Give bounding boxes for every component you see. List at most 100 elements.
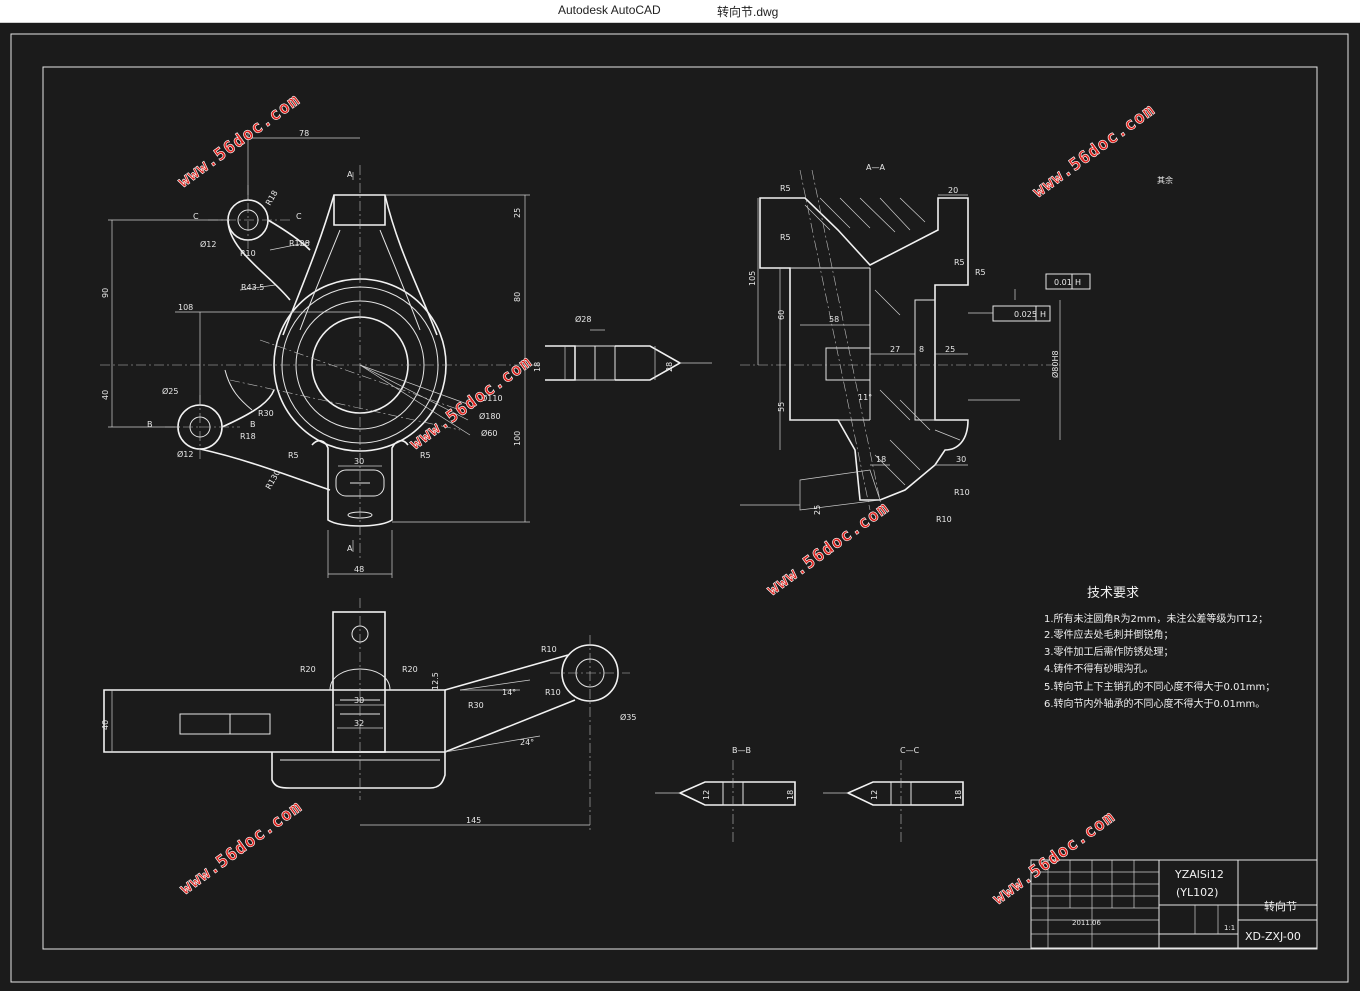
svg-text:R10: R10 (541, 645, 557, 654)
cad-drawing[interactable]: 78 25 90 80 40 100 108 R18 R128 R43.5 Ø1… (0, 23, 1360, 991)
svg-text:R20: R20 (300, 665, 316, 674)
svg-text:R5: R5 (780, 184, 791, 193)
svg-text:A—A: A—A (866, 163, 885, 172)
inner-border (42, 66, 1318, 950)
svg-text:27: 27 (890, 345, 900, 354)
svg-text:其余: 其余 (1157, 175, 1173, 185)
document-title: 转向节.dwg (717, 5, 779, 19)
svg-text:R5: R5 (288, 451, 299, 460)
svg-text:48: 48 (354, 565, 364, 574)
svg-text:30: 30 (354, 696, 364, 705)
svg-text:40: 40 (101, 720, 110, 730)
svg-text:R128: R128 (289, 239, 310, 248)
svg-text:100: 100 (513, 431, 522, 446)
svg-text:Ø25: Ø25 (162, 386, 178, 396)
svg-text:R130: R130 (264, 468, 282, 491)
svg-text:R5: R5 (954, 258, 965, 267)
svg-text:Ø35: Ø35 (620, 712, 636, 722)
svg-text:R43.5: R43.5 (241, 283, 264, 292)
tech-item: 2.零件应去处毛刺并倒锐角； (1044, 628, 1174, 641)
svg-text:www.56doc.com: www.56doc.com (174, 90, 304, 192)
svg-text:R30: R30 (258, 409, 274, 418)
svg-text:60: 60 (777, 310, 786, 320)
svg-text:0.025: 0.025 (1014, 310, 1037, 319)
svg-text:www.56doc.com: www.56doc.com (1029, 100, 1159, 202)
svg-text:28: 28 (665, 362, 674, 372)
svg-text:25: 25 (813, 505, 822, 515)
window-title-bar: Autodesk AutoCAD 转向节.dwg (0, 0, 1360, 23)
svg-text:30: 30 (354, 457, 364, 466)
drawing-number: XD-ZXJ-00 (1245, 930, 1301, 943)
svg-text:30: 30 (956, 455, 966, 464)
svg-text:R10: R10 (936, 515, 952, 524)
tech-item: 6.转向节内外轴承的不同心度不得大于0.01mm。 (1044, 697, 1265, 710)
section-c-c: C—C 12 18 (823, 746, 964, 845)
svg-text:25: 25 (945, 345, 955, 354)
svg-text:12: 12 (702, 790, 711, 800)
svg-text:108: 108 (178, 303, 193, 312)
top-view: 145 40 R20 R20 30 32 12.5 R30 14° 24° R1… (101, 598, 636, 830)
section-a-a-view: H 0.01 0.025 H A—A R5 R5 R5 R5 R10 R10 1… (740, 163, 1173, 524)
svg-text:18: 18 (786, 790, 795, 800)
svg-text:www.56doc.com: www.56doc.com (176, 797, 306, 899)
svg-text:Ø180: Ø180 (479, 411, 501, 421)
section-b-b: B—B 12 18 (655, 746, 796, 845)
tech-title: 技术要求 (1087, 586, 1139, 601)
svg-text:R18: R18 (264, 189, 280, 207)
tech-item: 4.铸件不得有砂眼沟孔。 (1044, 662, 1154, 675)
svg-text:Ø60: Ø60 (481, 428, 497, 438)
tech-item: 1.所有未注圆角R为2mm，未注公差等级为IT12； (1044, 612, 1268, 625)
svg-text:2011.06: 2011.06 (1072, 919, 1101, 927)
svg-text:B: B (250, 420, 256, 429)
svg-text:18: 18 (533, 362, 542, 372)
svg-text:R10: R10 (954, 488, 970, 497)
flange-section: 18 Ø28 28 (533, 314, 712, 381)
svg-text:R5: R5 (780, 233, 791, 242)
svg-text:24°: 24° (520, 738, 534, 747)
svg-text:H: H (1040, 310, 1046, 319)
svg-text:C: C (193, 212, 199, 221)
svg-text:www.56doc.com: www.56doc.com (763, 498, 893, 600)
tech-item: 3.零件加工后需作防锈处理； (1044, 645, 1174, 658)
svg-text:Ø80H8: Ø80H8 (1050, 350, 1060, 378)
svg-text:18: 18 (954, 790, 963, 800)
svg-text:8: 8 (919, 345, 924, 354)
svg-text:Ø28: Ø28 (575, 314, 591, 324)
svg-text:H: H (1075, 278, 1081, 287)
svg-text:R30: R30 (468, 701, 484, 710)
material-code: (YL102) (1176, 886, 1218, 899)
svg-text:20: 20 (948, 186, 958, 195)
svg-text:78: 78 (299, 129, 309, 138)
watermarks: www.56doc.com www.56doc.com www.56doc.co… (174, 90, 1160, 910)
part-name: 转向节 (1264, 899, 1297, 913)
svg-text:55: 55 (777, 402, 786, 412)
svg-text:A: A (347, 544, 353, 553)
svg-text:www.56doc.com: www.56doc.com (989, 807, 1119, 909)
app-title: Autodesk AutoCAD (558, 3, 661, 17)
svg-text:40: 40 (101, 390, 110, 400)
svg-text:R20: R20 (402, 665, 418, 674)
svg-text:R10: R10 (240, 249, 256, 258)
technical-requirements: 技术要求 1.所有未注圆角R为2mm，未注公差等级为IT12； 2.零件应去处毛… (1044, 586, 1275, 710)
svg-text:0.01: 0.01 (1054, 278, 1072, 287)
svg-text:18: 18 (876, 455, 886, 464)
drawing-canvas[interactable]: 78 25 90 80 40 100 108 R18 R128 R43.5 Ø1… (0, 23, 1360, 991)
svg-text:145: 145 (466, 816, 481, 825)
svg-text:90: 90 (101, 288, 110, 298)
svg-text:1:1: 1:1 (1224, 924, 1235, 932)
svg-text:R5: R5 (420, 451, 431, 460)
svg-text:58: 58 (829, 315, 839, 324)
svg-text:105: 105 (748, 271, 757, 286)
svg-text:25: 25 (513, 208, 522, 218)
svg-text:Ø12: Ø12 (200, 239, 216, 249)
svg-text:R5: R5 (975, 268, 986, 277)
svg-text:12.5: 12.5 (431, 672, 440, 690)
svg-text:R18: R18 (240, 432, 256, 441)
svg-text:12: 12 (870, 790, 879, 800)
front-view: 78 25 90 80 40 100 108 R18 R128 R43.5 Ø1… (100, 129, 540, 578)
tech-item: 5.转向节上下主销孔的不同心度不得大于0.01mm； (1044, 680, 1275, 693)
svg-text:14°: 14° (502, 688, 516, 697)
svg-text:Ø12: Ø12 (177, 449, 193, 459)
svg-text:11°: 11° (858, 393, 872, 402)
outer-border (10, 33, 1349, 983)
